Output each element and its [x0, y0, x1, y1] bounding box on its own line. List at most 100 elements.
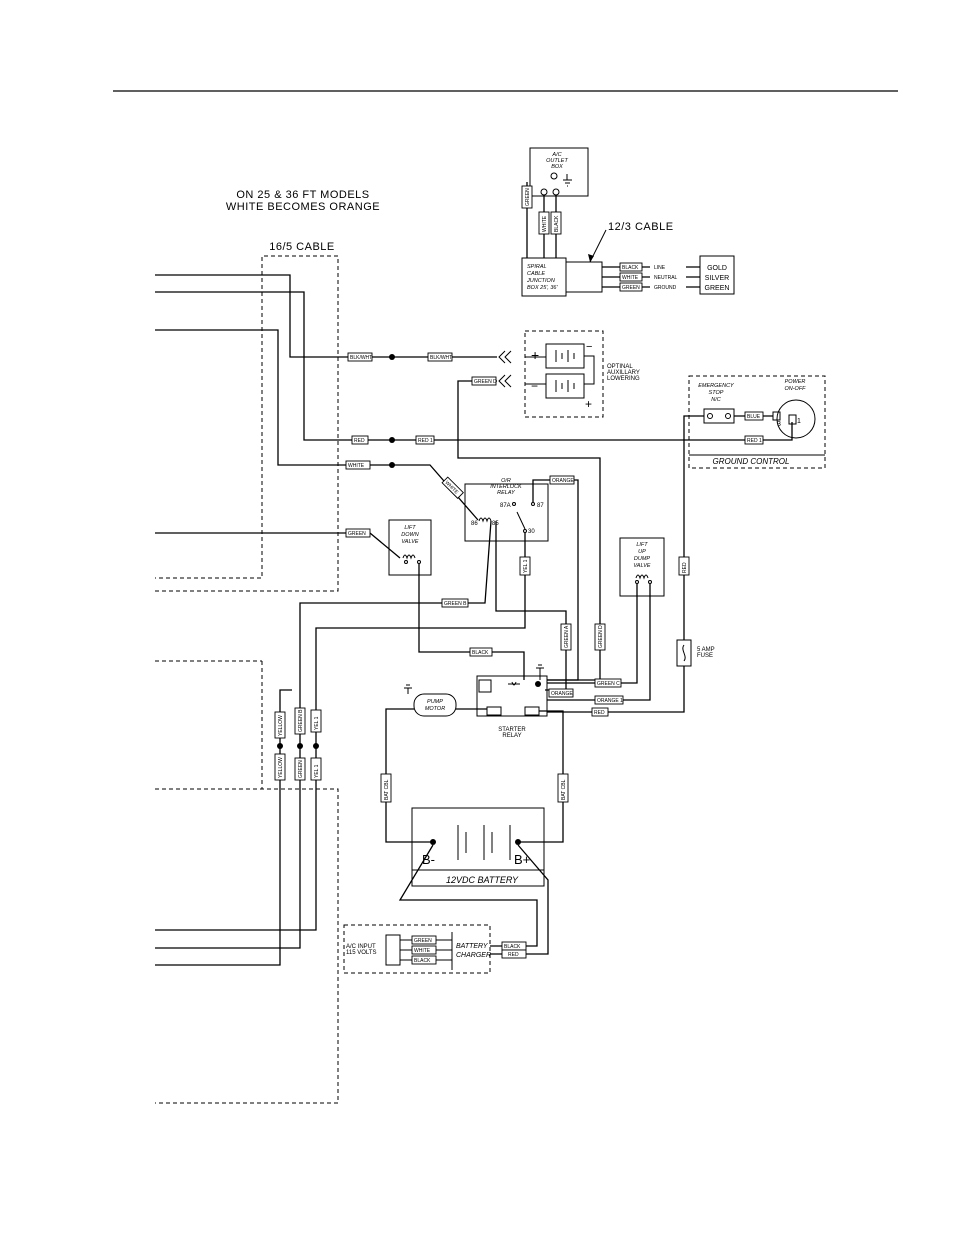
- feed-neutral-label: NEUTRAL: [654, 275, 678, 281]
- tag-green-2-text: GREEN: [298, 760, 304, 778]
- estop-label-1: EMERGENCY: [698, 383, 734, 389]
- wire-yel1: [155, 533, 526, 931]
- tag-red1: RED 1: [415, 435, 435, 445]
- wire-red: [262, 291, 793, 441]
- aux-minus-2: −: [531, 379, 538, 393]
- tag-orange1-text: ORANGE 1: [597, 698, 623, 704]
- outlet-label-1: A/C: [551, 152, 561, 158]
- tag-charger-green-text: GREEN: [414, 938, 432, 944]
- starter-relay: [476, 675, 548, 717]
- tag-charger-black-out-text: BLACK: [504, 944, 521, 950]
- ground-control-title: GROUND CONTROL: [713, 457, 790, 466]
- tag-bat-cbl-2-text: BAT CBL: [561, 779, 567, 800]
- aux-connector-top: [498, 350, 512, 364]
- pump-motor: [413, 693, 457, 717]
- battery-12vdc: [411, 807, 545, 887]
- tag-bat-cbl-1-text: BAT CBL: [384, 779, 390, 800]
- tag-feed-black: BLACK: [619, 262, 643, 272]
- starter-label-1: STARTER: [498, 727, 526, 733]
- ac-outlet-box: [529, 147, 589, 197]
- battery-terminal-pos: B+: [514, 852, 530, 867]
- cable-16-5-label: 16/5 CABLE: [269, 241, 335, 253]
- tag-feed-white-text: WHITE: [622, 275, 639, 281]
- charger-input-1: A/C INPUT: [346, 944, 376, 950]
- pump-label-2: MOTOR: [425, 706, 445, 712]
- tag-blk-wht-2-text: BLK/WHT: [430, 355, 452, 361]
- charger-label-2: CHARGER: [456, 952, 491, 959]
- tag-yellow-1-text: YELLOW: [278, 715, 284, 736]
- tag-charger-black: BLACK: [411, 955, 437, 965]
- tag-gc-red1-text: RED 1: [747, 438, 762, 444]
- model-note-line1: ON 25 & 36 FT MODELS: [236, 189, 369, 201]
- relay-pin-30: 30: [528, 529, 535, 535]
- tag-outlet-green-text: GREEN: [525, 188, 531, 206]
- outlet-line-terminal: [552, 188, 560, 196]
- wire-charger-black: [398, 844, 538, 947]
- relay-pin-87: 87: [537, 503, 544, 509]
- color-silver: SILVER: [705, 275, 729, 282]
- tag-orange-starter: ORANGE: [548, 688, 574, 698]
- tag-yellow-2-text: YELLOW: [278, 757, 284, 778]
- charger-input-2: 115 VOLTS: [346, 950, 376, 956]
- lift-down-valve: [388, 519, 432, 576]
- tag-outlet-white: WHITE: [538, 211, 550, 235]
- charger-label-1: BATTERY: [456, 943, 489, 950]
- tag-charger-green: GREEN: [411, 935, 437, 945]
- tag-charger-black-out: BLACK: [501, 941, 527, 951]
- tag-bat-cbl-1: BAT CBL: [380, 773, 392, 803]
- tag-white-1-text: WHITE: [348, 463, 365, 469]
- tag-green-d-1: GREEN D: [471, 376, 497, 386]
- tag-red-text: RED: [354, 438, 365, 444]
- lift-down-label-3: VALVE: [401, 539, 418, 545]
- aux-battery-2: [545, 373, 585, 399]
- wire-red-fuse: [683, 415, 704, 640]
- wire-green-b: [155, 520, 492, 949]
- tag-yel1-3: YEL 1: [310, 757, 322, 781]
- tag-yel1-2: YEL 1: [310, 709, 322, 733]
- tag-yel1-2-text: YEL 1: [314, 716, 320, 730]
- tag-green-b: GREEN B: [441, 598, 469, 608]
- tag-green-d-1-text: GREEN D: [474, 379, 497, 385]
- lower-cable-bracket: [155, 788, 339, 1104]
- emergency-stop-switch: [703, 408, 735, 424]
- tag-red-starter: RED: [591, 707, 609, 717]
- junction-label-4: BOX 25', 36': [527, 285, 558, 291]
- tag-black-1-text: BLACK: [472, 650, 489, 656]
- outlet-neutral-terminal: [540, 188, 548, 196]
- tag-feed-green-text: GREEN: [622, 285, 640, 291]
- wire-green-lift-down: [262, 532, 401, 559]
- tag-charger-red-out: RED: [501, 949, 527, 959]
- wire-green-a: [495, 521, 567, 691]
- tag-yellow-2: YELLOW: [274, 753, 286, 781]
- outlet-label-3: BOX: [551, 164, 563, 170]
- tag-green-d-2-text: GREEN D: [598, 625, 604, 648]
- outlet-label-2: OUTLET: [546, 158, 568, 164]
- ground-control-box: [688, 375, 826, 469]
- tag-green: GREEN: [345, 528, 371, 538]
- tag-green-c-text: GREEN C: [597, 681, 620, 687]
- lift-down-label-2: DOWN: [401, 532, 418, 538]
- tag-charger-black-text: BLACK: [414, 958, 431, 964]
- lift-up-label-4: VALVE: [633, 563, 650, 569]
- tag-red-starter-text: RED: [594, 710, 605, 716]
- tag-blk-wht-2: BLK/WHT: [427, 352, 453, 362]
- tag-blk-wht-1: BLK/WHT: [347, 352, 373, 362]
- tag-green-b-2-text: GREEN B: [298, 709, 304, 732]
- tag-feed-white: WHITE: [619, 272, 643, 282]
- junction-label-1: SPIRAL: [527, 264, 547, 270]
- tag-outlet-green: GREEN: [521, 185, 533, 209]
- tag-green-a-text: GREEN A: [564, 625, 570, 648]
- wire-green-c: [547, 584, 638, 684]
- wire-charger-red: [517, 844, 549, 955]
- tag-orange-starter-text: ORANGE: [551, 691, 573, 697]
- power-label-2: ON-OFF: [784, 386, 806, 392]
- starter-label-2: RELAY: [502, 733, 521, 739]
- aux-plus: +: [531, 347, 539, 363]
- relay-pin-86: 86: [471, 521, 478, 527]
- wire-bat-cbl-neg: [385, 708, 433, 843]
- lift-down-label-1: LIFT: [404, 525, 416, 531]
- tag-orange1: ORANGE 1: [594, 695, 624, 705]
- tag-blk-wht-1-text: BLK/WHT: [350, 355, 372, 361]
- tag-red-vertical-text: RED: [682, 562, 688, 573]
- outlet-ground-terminal: [550, 172, 558, 180]
